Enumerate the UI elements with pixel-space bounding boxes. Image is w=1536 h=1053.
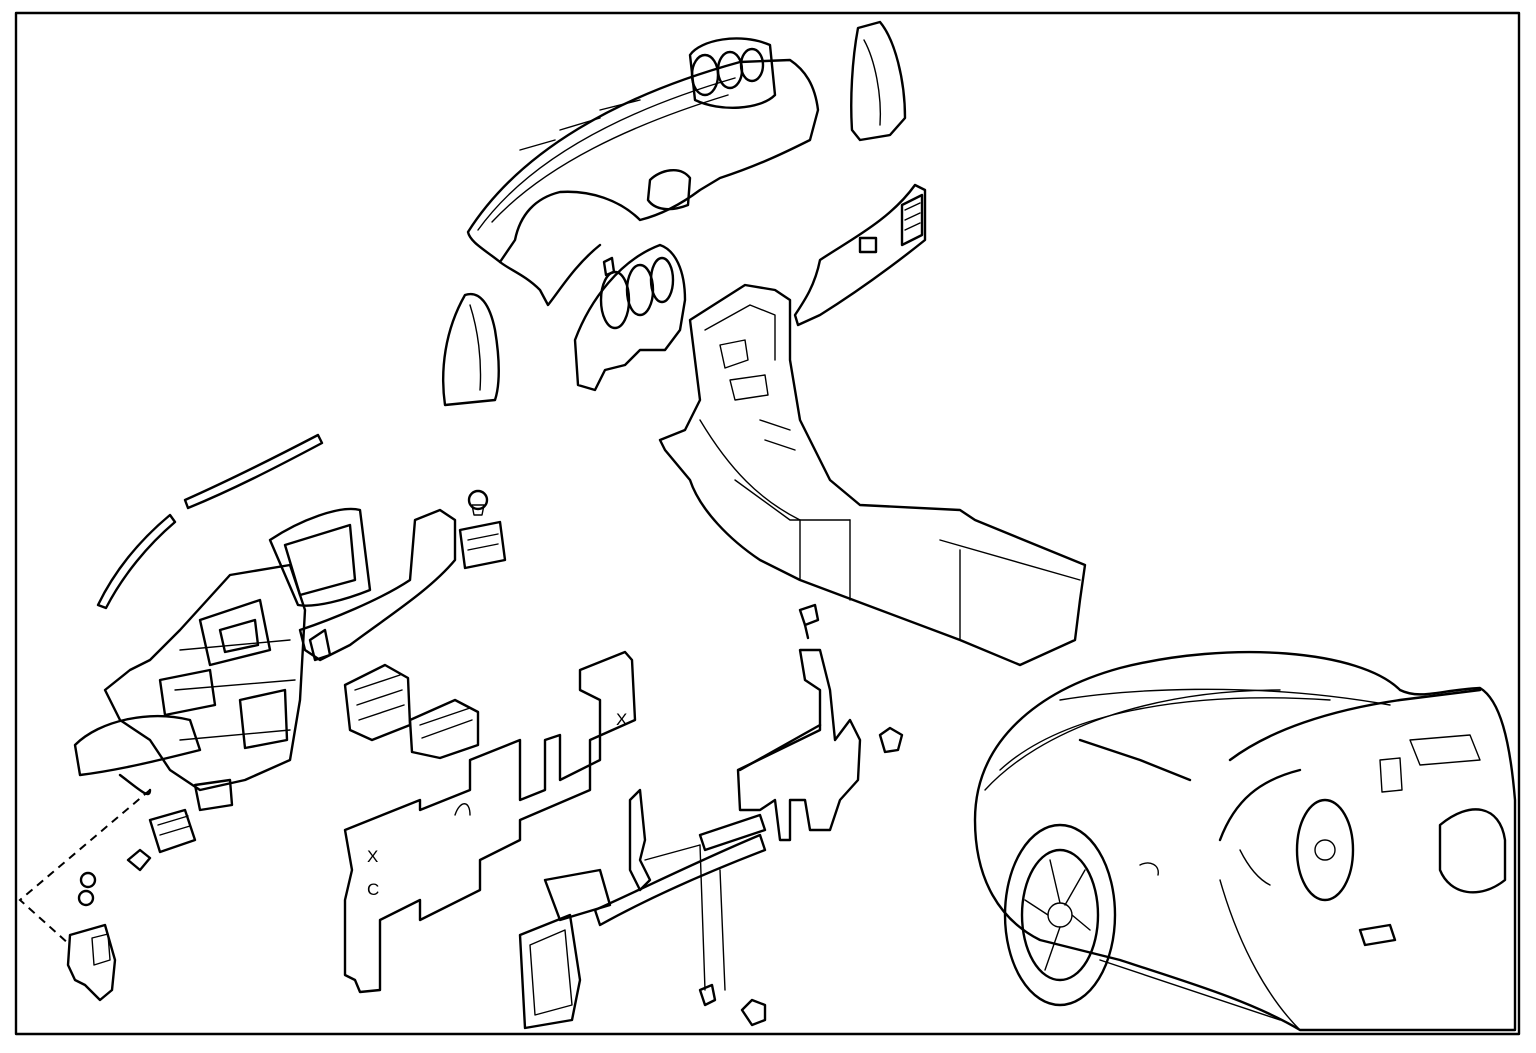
bolt-right <box>878 726 904 754</box>
vehicle-illustration <box>973 650 1517 1032</box>
corner-vent <box>66 923 117 1002</box>
defroster-strip-lower <box>96 513 177 610</box>
panel-label-x1: X <box>367 847 378 866</box>
panel-label-c1: C <box>367 880 379 899</box>
right-vent-trim <box>793 183 927 327</box>
center-air-vent-2 <box>408 698 480 760</box>
center-air-vent-1 <box>343 663 412 742</box>
bolt-top <box>798 603 820 640</box>
center-console <box>658 283 1087 667</box>
clip-stack <box>77 871 97 907</box>
center-vent-duct <box>268 507 457 662</box>
lower-vent-small <box>148 808 197 854</box>
bolt-bottom <box>740 998 767 1027</box>
defroster-strip-upper <box>183 433 324 510</box>
figure-border <box>14 11 1521 1036</box>
cross-car-beam <box>518 648 862 1030</box>
left-end-cap <box>442 292 500 407</box>
instrument-cluster-carrier <box>573 243 687 392</box>
panel-label-x3: X <box>616 710 627 729</box>
dashed-leader <box>18 789 151 946</box>
right-end-cap <box>850 20 907 142</box>
push-clip-top <box>467 489 489 516</box>
insulation-panel: X C X <box>343 650 637 994</box>
screw-1 <box>126 848 152 872</box>
dashboard-top-panel <box>466 37 820 307</box>
side-air-vent <box>458 520 507 570</box>
